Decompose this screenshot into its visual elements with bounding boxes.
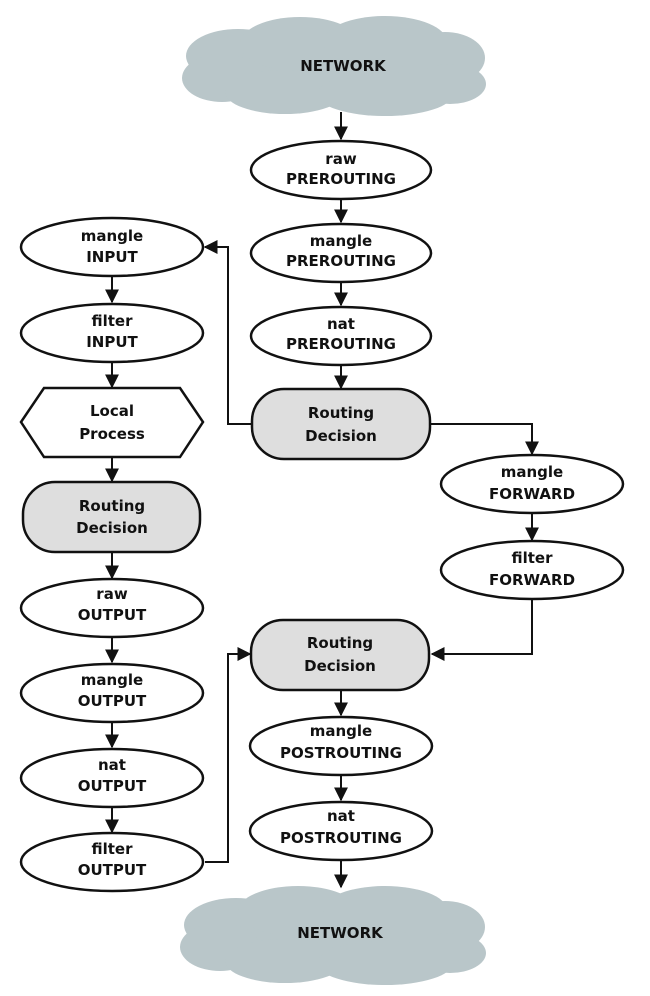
cloud-shape-bottom: [180, 886, 486, 985]
routing-decision-3-line1: Routing: [307, 634, 373, 652]
node-nat-output: nat OUTPUT: [19, 747, 205, 809]
mangle-output-chain: OUTPUT: [78, 692, 147, 710]
node-mangle-postrouting: mangle POSTROUTING: [248, 715, 434, 777]
routing-decision-3-line2: Decision: [304, 657, 376, 675]
network-bottom-label: NETWORK: [297, 924, 384, 942]
routing-decision-2-line2: Decision: [76, 519, 148, 537]
edge-filter-forward-to-routing: [430, 600, 533, 661]
mangle-prerouting-chain: PREROUTING: [286, 252, 396, 270]
node-local-process: Local Process: [19, 386, 205, 459]
cloud-shape-top: [182, 16, 486, 116]
nat-postrouting-table: nat: [327, 807, 355, 825]
routing-decision-2-line1: Routing: [79, 497, 145, 515]
filter-forward-table: filter: [511, 549, 553, 567]
node-routing-decision-2: Routing Decision: [21, 480, 202, 554]
node-nat-postrouting: nat POSTROUTING: [248, 800, 434, 862]
raw-prerouting-table: raw: [325, 150, 357, 168]
node-filter-output: filter OUTPUT: [19, 831, 205, 893]
node-routing-decision-3: Routing Decision: [249, 618, 431, 692]
node-raw-prerouting: raw PREROUTING: [249, 139, 433, 201]
mangle-input-table: mangle: [81, 227, 143, 245]
local-process-line1: Local: [90, 402, 134, 420]
node-mangle-forward: mangle FORWARD: [439, 453, 625, 515]
node-mangle-output: mangle OUTPUT: [19, 662, 205, 724]
mangle-postrouting-table: mangle: [310, 722, 372, 740]
node-routing-decision-1: Routing Decision: [250, 387, 432, 461]
edge-routing-to-mangle-input: [203, 240, 252, 425]
mangle-forward-table: mangle: [501, 463, 563, 481]
node-nat-prerouting: nat PREROUTING: [249, 305, 433, 367]
local-process-line2: Process: [79, 425, 145, 443]
raw-output-table: raw: [96, 585, 128, 603]
filter-input-table: filter: [91, 312, 133, 330]
mangle-prerouting-table: mangle: [310, 232, 372, 250]
nat-prerouting-table: nat: [327, 315, 355, 333]
mangle-postrouting-chain: POSTROUTING: [280, 744, 402, 762]
raw-output-chain: OUTPUT: [78, 606, 147, 624]
node-raw-output: raw OUTPUT: [19, 577, 205, 639]
filter-output-table: filter: [91, 840, 133, 858]
node-mangle-prerouting: mangle PREROUTING: [249, 222, 433, 284]
edge-routing-to-mangle-forward: [430, 423, 539, 456]
network-top-label: NETWORK: [300, 57, 387, 75]
mangle-input-chain: INPUT: [86, 248, 138, 266]
network-cloud-bottom: NETWORK: [180, 886, 486, 985]
routing-decision-1-line2: Decision: [305, 427, 377, 445]
nat-postrouting-chain: POSTROUTING: [280, 829, 402, 847]
mangle-forward-chain: FORWARD: [489, 485, 575, 503]
network-cloud-top: NETWORK: [182, 16, 486, 116]
filter-forward-chain: FORWARD: [489, 571, 575, 589]
node-mangle-input: mangle INPUT: [19, 216, 205, 278]
node-filter-forward: filter FORWARD: [439, 539, 625, 601]
nat-output-table: nat: [98, 756, 126, 774]
mangle-output-table: mangle: [81, 671, 143, 689]
routing-decision-1-line1: Routing: [308, 404, 374, 422]
raw-prerouting-chain: PREROUTING: [286, 170, 396, 188]
nat-output-chain: OUTPUT: [78, 777, 147, 795]
nat-prerouting-chain: PREROUTING: [286, 335, 396, 353]
filter-output-chain: OUTPUT: [78, 861, 147, 879]
node-filter-input: filter INPUT: [19, 302, 205, 364]
edges: [105, 112, 539, 889]
filter-input-chain: INPUT: [86, 333, 138, 351]
edge-filter-output-to-routing: [205, 647, 252, 863]
